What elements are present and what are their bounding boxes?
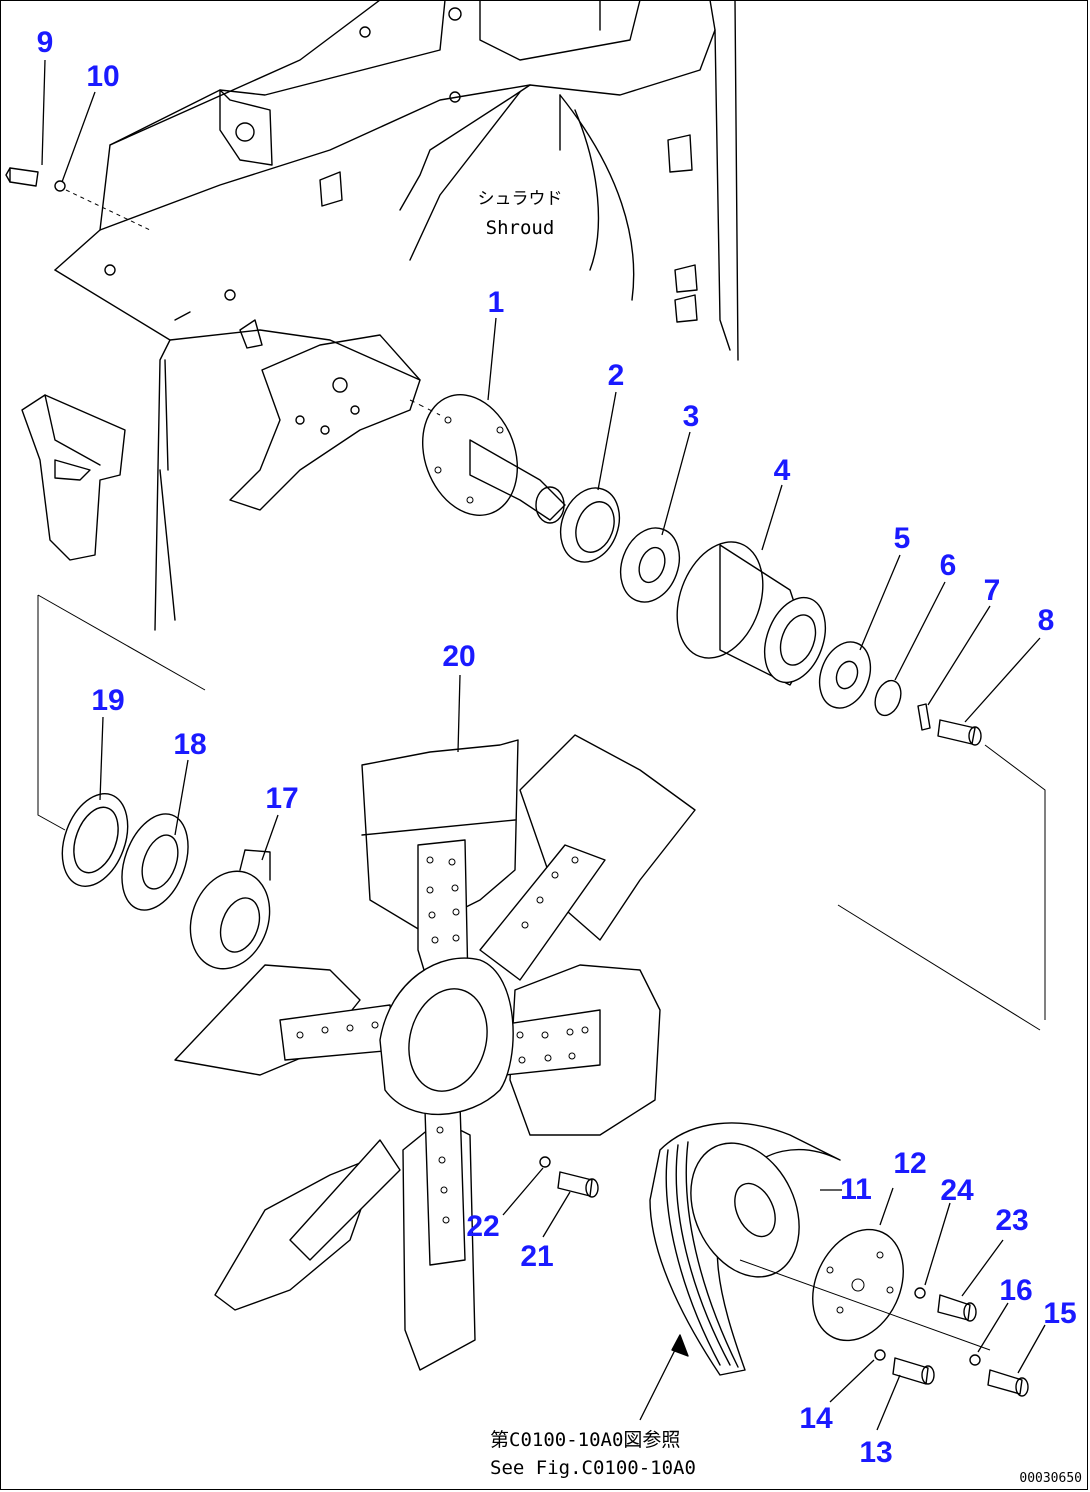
- bearing-3: [619, 527, 681, 603]
- plate-19: [61, 793, 129, 887]
- callout-23: 23: [995, 1204, 1028, 1237]
- bearing-5: [818, 641, 872, 709]
- shaft-1: [421, 394, 566, 524]
- callout-10: 10: [86, 60, 119, 93]
- bolt-23: [937, 1294, 977, 1322]
- callout-3: 3: [683, 400, 700, 433]
- reference-note-en: See Fig.C0100-10A0: [490, 1457, 696, 1479]
- reference-note-jp: 第C0100-10A0図参照: [490, 1429, 680, 1451]
- callout-24: 24: [940, 1174, 974, 1207]
- shroud-label-jp: シュラウド: [478, 189, 563, 209]
- callout-17: 17: [265, 782, 298, 815]
- frame-bracket: [54, 0, 739, 631]
- callout-16: 16: [999, 1274, 1032, 1307]
- fan-20: [174, 734, 696, 1371]
- drawing-code: 00030650: [1019, 1471, 1082, 1486]
- plate-18: [121, 813, 189, 911]
- washer-6: [874, 679, 902, 717]
- callout-9: 9: [37, 26, 54, 59]
- bolt-9: [5, 167, 39, 187]
- callout-13: 13: [859, 1436, 892, 1469]
- washer-10: [54, 180, 66, 192]
- washer-22: [539, 1156, 551, 1168]
- callout-8: 8: [1038, 604, 1055, 637]
- bolt-15: [987, 1369, 1029, 1397]
- callout-4: 4: [774, 454, 791, 487]
- callout-21: 21: [520, 1240, 553, 1273]
- callout-labels: 9 10 1 2 3 4 5 6 7 8 20 19 18 17 11 12 2…: [37, 26, 1077, 1469]
- bolt-13: [892, 1357, 935, 1385]
- washer-24: [914, 1287, 926, 1299]
- lockplate-7: [917, 703, 931, 731]
- callout-6: 6: [940, 549, 957, 582]
- callout-5: 5: [894, 522, 911, 555]
- callout-22: 22: [466, 1210, 499, 1243]
- callout-7: 7: [984, 574, 1001, 607]
- callout-2: 2: [608, 359, 625, 392]
- callout-15: 15: [1043, 1297, 1076, 1330]
- washer-14: [874, 1349, 886, 1361]
- bracket-17: [189, 849, 271, 970]
- callout-1: 1: [488, 286, 505, 319]
- callout-14: 14: [799, 1402, 833, 1435]
- left-bracket: [21, 394, 126, 561]
- washer-16: [969, 1354, 981, 1366]
- seal-2: [559, 487, 621, 563]
- callout-18: 18: [173, 728, 206, 761]
- callout-20: 20: [442, 640, 475, 673]
- hub-4: [676, 541, 827, 686]
- callout-12: 12: [893, 1147, 926, 1180]
- bolt-8: [937, 719, 982, 746]
- leader-lines: [41, 59, 1046, 1431]
- pulley-11: [649, 1122, 841, 1376]
- shroud-label-en: Shroud: [486, 217, 555, 239]
- plate-12: [812, 1228, 904, 1342]
- callout-19: 19: [91, 684, 124, 717]
- callout-11: 11: [840, 1173, 872, 1206]
- bolt-21: [557, 1171, 599, 1198]
